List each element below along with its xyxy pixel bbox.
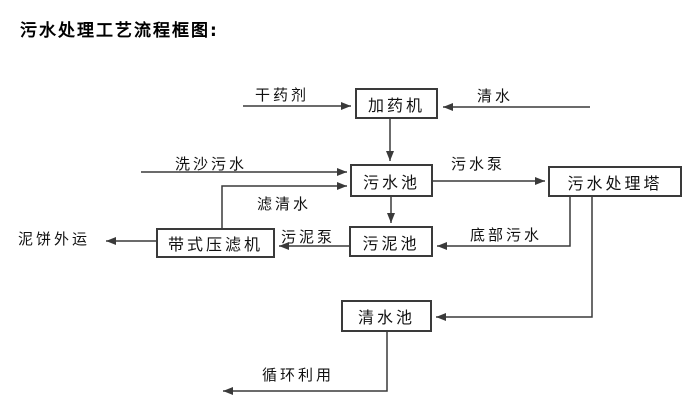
flow-label-recycle-use: 循环利用 [262,366,335,384]
node-sludge-pool: 污泥池 [349,226,433,257]
node-belt-filter-press: 带式压滤机 [156,228,275,258]
flow-label-sand-wash-sewage: 洗沙污水 [175,155,248,173]
flow-label-filtered-water: 滤清水 [257,195,312,213]
node-dosing-machine: 加药机 [355,88,438,119]
node-sewage-pool: 污水池 [350,164,433,197]
node-sewage-treatment-tower: 污水处理塔 [548,166,682,197]
connector-clear-pool-to-recycle-arrow [223,332,388,395]
flow-label-bottom-sewage: 底部污水 [470,226,543,244]
connector-tower-to-clear-pool-arrow [436,197,593,321]
flow-label-sewage-pump: 污水泵 [451,155,506,173]
flow-label-dry-agent: 干药剂 [255,86,310,104]
flow-label-clean-water: 清水 [477,87,514,105]
flow-label-sludge-pump: 污泥泵 [281,228,336,246]
connector-bottom-sewage-to-sludge-pool-arrow [437,197,571,250]
connector-filtered-water-to-sewage-pool-arrow [221,182,347,228]
flow-label-mud-cake-out: 泥饼外运 [18,230,91,248]
diagram-title: 污水处理工艺流程框图: [20,21,219,41]
node-clear-water-pool: 清水池 [341,300,432,332]
